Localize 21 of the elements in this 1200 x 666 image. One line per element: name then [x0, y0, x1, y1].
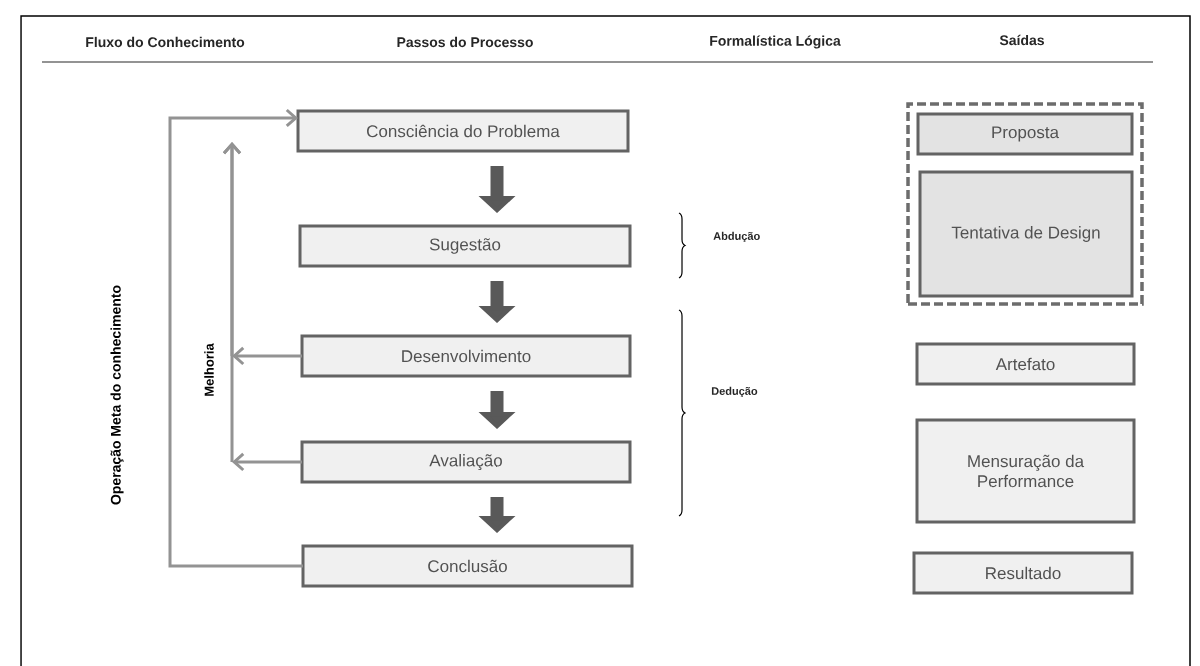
- dashed-group-box: [906, 102, 1144, 306]
- column-heading: Formalística Lógica: [710, 35, 841, 49]
- output-box: Resultado: [912, 551, 1134, 595]
- column-heading: Fluxo do Conhecimento: [86, 36, 245, 48]
- output-box: Artefato: [915, 342, 1136, 386]
- rotated-label: Melhoria: [204, 343, 214, 396]
- logic-label: Abdução: [713, 231, 760, 243]
- step-box: Conclusão: [301, 544, 634, 588]
- output-box: Mensuração da Performance: [915, 418, 1136, 524]
- feedback-arrow: [168, 108, 303, 568]
- step-box: Consciência do Problema: [296, 109, 630, 153]
- column-heading: Passos do Processo: [397, 36, 533, 48]
- step-box: Sugestão: [298, 224, 632, 268]
- column-heading: Saídas: [999, 34, 1044, 46]
- logic-label: Dedução: [711, 386, 758, 398]
- rotated-label: Operação Meta do conhecimento: [110, 285, 124, 505]
- step-box: Desenvolvimento: [300, 334, 632, 378]
- step-box: Avaliação: [300, 440, 632, 484]
- improvement-arrow: [222, 142, 302, 472]
- output-box: Tentativa de Design: [918, 170, 1134, 298]
- output-box: Proposta: [916, 112, 1134, 156]
